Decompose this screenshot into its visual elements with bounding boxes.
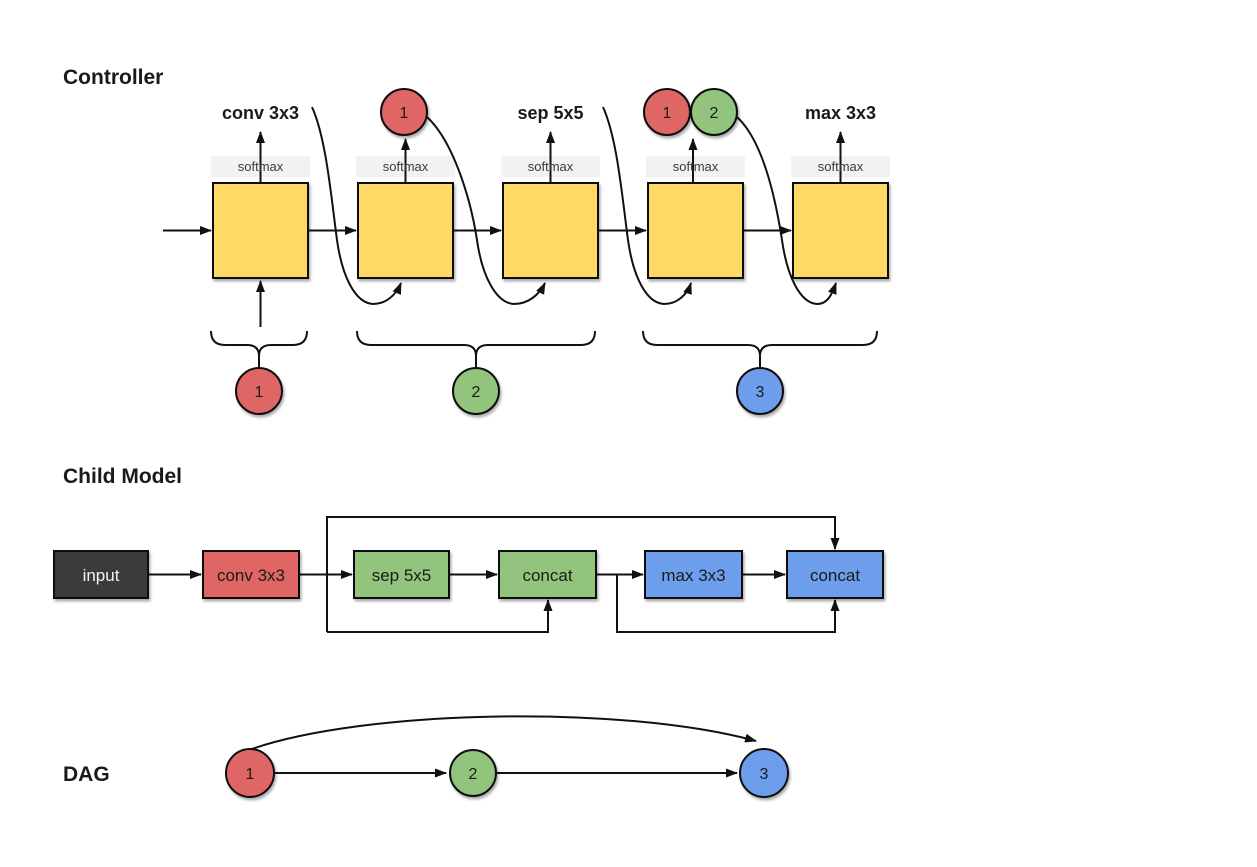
- sampled-node-number: 2: [710, 105, 719, 122]
- skip-connection-bottom-2: [616, 574, 840, 633]
- layer-label-conv3x3: conv 3x3: [217, 566, 285, 585]
- op-label-sep5x5: sep 5x5: [517, 103, 583, 123]
- step-circle-3: [736, 367, 784, 415]
- layer-box-concat-1: [498, 550, 597, 599]
- step-number-1: 1: [255, 384, 264, 401]
- group-brace-2: [356, 330, 596, 357]
- layer-box-input: [53, 550, 149, 599]
- feedback-curve: [311, 106, 402, 306]
- op-label-conv3x3: conv 3x3: [222, 103, 299, 123]
- dag-node-2: [449, 749, 497, 797]
- child-model-title: Child Model: [63, 465, 182, 488]
- layer-label-input: input: [83, 566, 120, 585]
- layer-label-sep5x5: sep 5x5: [372, 566, 432, 585]
- dag-title: DAG: [63, 763, 110, 786]
- sampled-node-circle-green: [690, 88, 738, 136]
- group-brace-3: [642, 330, 878, 357]
- controller-cell-2: [357, 182, 454, 279]
- controller-section: Controller softmax softmax softmax softm…: [63, 66, 890, 415]
- softmax-label: softmax: [528, 159, 574, 174]
- step-circle-2: [452, 367, 500, 415]
- feedback-curve: [736, 116, 837, 306]
- feedback-curve: [426, 116, 546, 306]
- softmax-label: softmax: [238, 159, 284, 174]
- sampled-node-circle-red: [380, 88, 428, 136]
- dag-node-number-1: 1: [246, 766, 255, 783]
- controller-cell-3: [502, 182, 599, 279]
- layer-box-concat-2: [786, 550, 884, 599]
- step-number-3: 3: [756, 384, 765, 401]
- dag-node-3: [739, 748, 789, 798]
- softmax-label: softmax: [673, 159, 719, 174]
- controller-cell-5: [792, 182, 889, 279]
- op-label-max3x3: max 3x3: [805, 103, 876, 123]
- dag-node-number-3: 3: [760, 766, 769, 783]
- layer-box-max3x3: [644, 550, 743, 599]
- sampled-node-number: 1: [663, 105, 672, 122]
- dag-section: DAG 1 2 3: [63, 715, 789, 798]
- layer-box-conv3x3: [202, 550, 300, 599]
- child-model-section: Child Model input conv 3x3 sep 5x5 conca…: [53, 465, 884, 633]
- skip-connection-bottom-1: [327, 599, 553, 633]
- layer-label-concat-1: concat: [522, 566, 572, 585]
- dag-node-1: [225, 748, 275, 798]
- softmax-label: softmax: [383, 159, 429, 174]
- step-number-2: 2: [472, 384, 481, 401]
- group-brace-1: [210, 330, 308, 357]
- softmax-strip: [646, 156, 745, 177]
- dag-node-number-2: 2: [469, 766, 478, 783]
- step-circle-1: [235, 367, 283, 415]
- layer-label-max3x3: max 3x3: [661, 566, 725, 585]
- layer-label-concat-2: concat: [810, 566, 860, 585]
- dag-skip-arc: [248, 715, 757, 751]
- controller-cell-4: [647, 182, 744, 279]
- feedback-curve: [602, 106, 692, 306]
- layer-box-sep5x5: [353, 550, 450, 599]
- controller-cell-1: [212, 182, 309, 279]
- softmax-label: softmax: [818, 159, 864, 174]
- sampled-node-number: 1: [400, 105, 409, 122]
- controller-title: Controller: [63, 66, 163, 89]
